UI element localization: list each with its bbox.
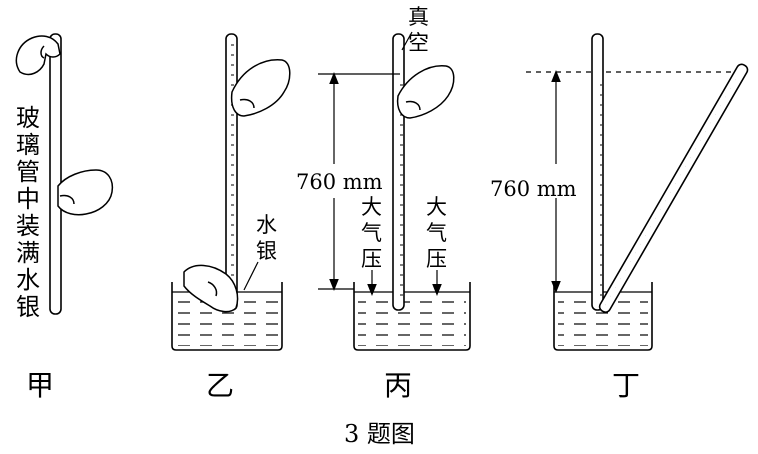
tube-bing xyxy=(392,33,405,311)
vacuum-label-1: 真 xyxy=(408,5,429,29)
hand-top-jia xyxy=(15,35,61,76)
vertical-label-jia: 玻 璃 管 中 装 满 水 银 xyxy=(16,104,40,321)
figure-caption: 3 题图 xyxy=(344,420,415,448)
mercury-fill xyxy=(358,296,466,346)
label-char: 璃 xyxy=(16,131,40,159)
caption-yi: 乙 xyxy=(206,369,234,402)
panel-yi: 水 银 乙 xyxy=(171,33,291,402)
tube-ding-tilted xyxy=(598,63,749,313)
hand-bing xyxy=(396,65,455,119)
pressure-left-3: 压 xyxy=(361,247,382,271)
pressure-right-2: 气 xyxy=(426,221,447,245)
mercury-label-2: 银 xyxy=(256,239,277,263)
pressure-right-1: 大 xyxy=(426,195,447,219)
hand-top-yi xyxy=(230,59,291,117)
label-char: 中 xyxy=(16,185,40,213)
beaker-bing xyxy=(353,282,471,351)
pressure-left-1: 大 xyxy=(361,195,382,219)
height-label-ding: 760 mm xyxy=(490,177,577,201)
label-char: 玻 xyxy=(16,104,40,132)
pressure-right-3: 压 xyxy=(426,247,447,271)
vacuum-label-2: 空 xyxy=(408,31,429,55)
label-char: 装 xyxy=(16,212,40,240)
tube-ding-vertical xyxy=(591,33,604,311)
tube-jia xyxy=(49,33,62,315)
panel-ding: 760 mm 丁 xyxy=(490,33,749,402)
pressure-left-2: 气 xyxy=(361,221,382,245)
panel-bing: 760 mm 真 空 大 气 压 大 气 压 丙 xyxy=(296,5,471,402)
panel-jia: 玻 璃 管 中 装 满 水 银 甲 xyxy=(15,33,114,402)
caption-ding: 丁 xyxy=(612,369,640,402)
tube-yi xyxy=(225,33,238,311)
hand-bottom-jia xyxy=(57,169,114,216)
label-char: 银 xyxy=(16,293,40,321)
hand-bottom-yi xyxy=(183,264,239,313)
caption-bing: 丙 xyxy=(384,369,412,402)
mercury-pointer xyxy=(243,261,259,291)
mercury-label-1: 水 xyxy=(256,213,277,237)
vacuum-pointer xyxy=(401,31,413,51)
caption-jia: 甲 xyxy=(26,369,54,402)
label-char: 管 xyxy=(16,158,40,186)
label-char: 水 xyxy=(16,266,40,294)
height-label-bing: 760 mm xyxy=(296,170,383,194)
label-char: 满 xyxy=(16,239,40,267)
